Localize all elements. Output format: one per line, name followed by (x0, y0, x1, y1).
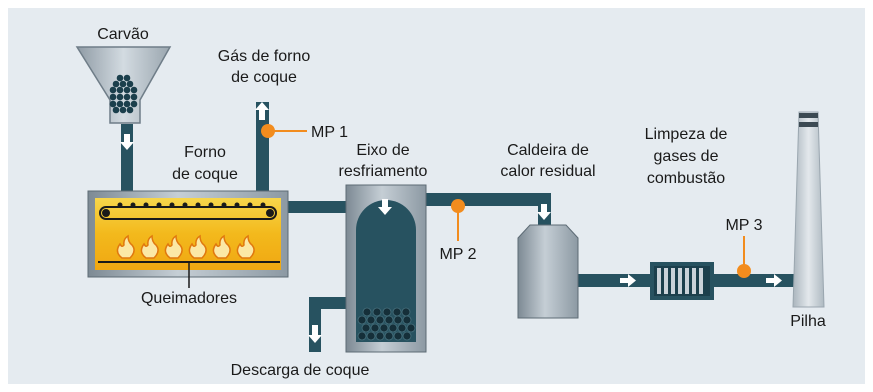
arrow-right-stack-icon (766, 274, 782, 287)
measuring-point-2 (451, 199, 465, 241)
burner-flames (116, 234, 255, 259)
flue-gas-cleaning-unit (650, 262, 714, 300)
cooling-shaft-label-line1: Eixo de (356, 142, 409, 159)
mp2-label: MP 2 (439, 246, 476, 263)
cleaning-label-line1: Limpeza de (645, 126, 728, 143)
coke-oven (87, 190, 289, 288)
coke-pile (357, 307, 416, 341)
flow-arrows (120, 102, 782, 343)
labels: Carvão Gás de forno de coque Forno de co… (97, 26, 826, 379)
arrow-down-discharge-icon (308, 325, 322, 343)
coal-pile (109, 74, 138, 114)
burners-label: Queimadores (141, 290, 237, 307)
coke-discharge-label: Descarga de coque (231, 362, 370, 379)
cooling-shaft-label-line2: resfriamento (339, 163, 428, 180)
coke-oven-label-line2: de coque (172, 166, 238, 183)
measuring-point-3 (737, 236, 751, 278)
coal-hopper (75, 46, 172, 124)
chimney-stack (792, 111, 825, 308)
coke-oven-gas-label-line2: de coque (231, 69, 297, 86)
boiler-label-line1: Caldeira de (507, 142, 589, 159)
arrow-down-shaft-icon (378, 199, 392, 215)
cooling-shaft (345, 184, 427, 353)
measuring-point-1 (261, 124, 307, 138)
coke-oven-gas-label-line1: Gás de forno (218, 48, 311, 65)
arrow-right-boiler-out-icon (620, 274, 636, 287)
mp1-label: MP 1 (311, 124, 348, 141)
coal-label: Carvão (97, 26, 149, 43)
mp3-label: MP 3 (725, 217, 762, 234)
arrow-down-coal-icon (120, 134, 134, 150)
cleaning-label-line3: combustão (647, 170, 725, 187)
boiler-label-line2: calor residual (500, 163, 595, 180)
arrow-down-boiler-icon (537, 204, 551, 220)
cleaning-label-line2: gases de (654, 148, 719, 165)
waste-heat-boiler (517, 224, 579, 319)
arrow-up-gas-icon (255, 102, 269, 120)
conveyor-coal (117, 202, 266, 208)
coke-oven-label-line1: Forno (184, 144, 226, 161)
stack-label: Pilha (790, 313, 826, 330)
